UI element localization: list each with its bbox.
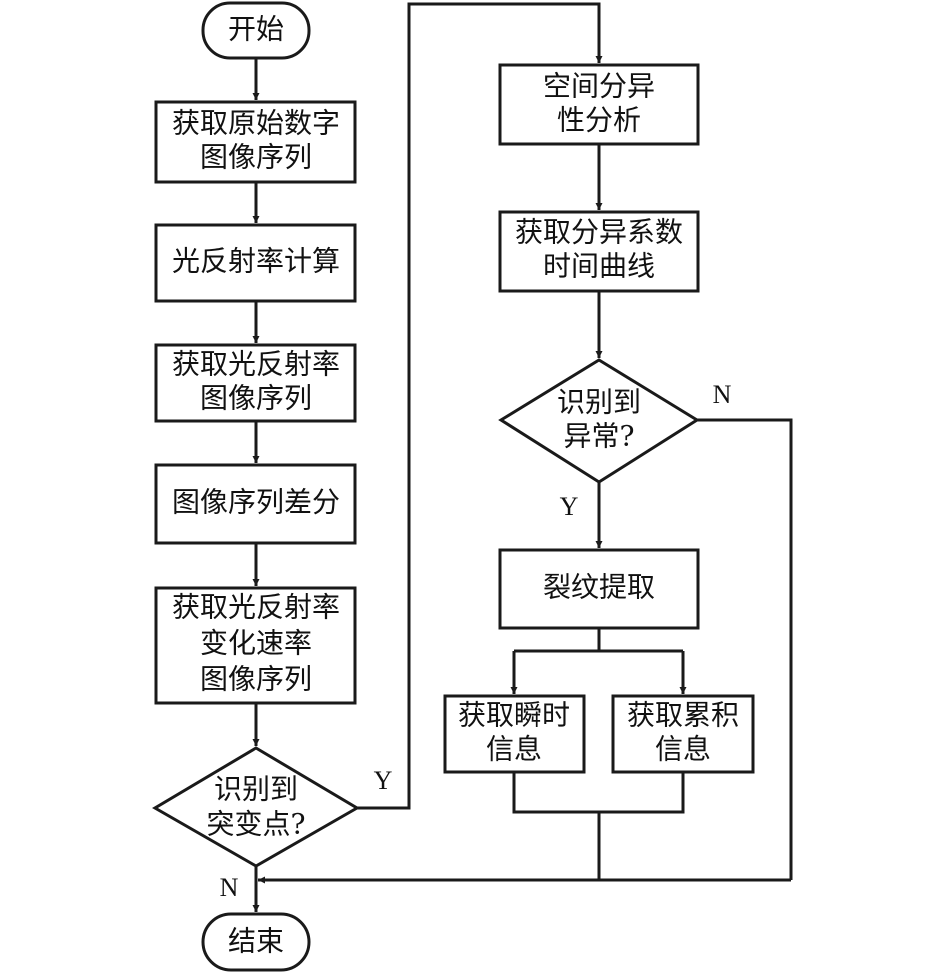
- line-anomaly-no: [697, 418, 793, 880]
- node-text: 信息: [655, 733, 711, 766]
- decision-diamond: [152, 746, 360, 868]
- process-box: [154, 100, 357, 184]
- node-text: 获取原始数字: [172, 107, 340, 140]
- node-text: 获取光反射率: [172, 348, 340, 381]
- process-box: [154, 463, 357, 545]
- process-box: [154, 343, 357, 423]
- node-detect-anomaly: 识别到 异常?: [498, 358, 700, 484]
- node-text: 性分析: [557, 104, 641, 137]
- node-get-rate: 获取光反射率 变化速率 图像序列: [154, 586, 357, 705]
- node-instant: 获取瞬时 信息: [443, 694, 586, 774]
- node-text: 突变点?: [206, 808, 305, 841]
- line-merge: [512, 772, 685, 814]
- node-end: 结束: [201, 912, 311, 972]
- node-text: 异常?: [563, 420, 634, 453]
- process-box: [498, 548, 700, 630]
- node-text: 识别到: [214, 773, 298, 806]
- node-start: 开始: [201, 1, 311, 60]
- edge-label-anomaly-no: N: [713, 380, 732, 409]
- node-text: 图像序列差分: [172, 486, 340, 519]
- edge-label-jump-yes: Y: [374, 766, 393, 795]
- edge-label-jump-no: N: [220, 873, 239, 902]
- node-crack: 裂纹提取: [498, 548, 700, 630]
- node-text: 获取累积: [627, 699, 739, 732]
- terminator-shape: [201, 912, 311, 972]
- node-text: 识别到: [557, 386, 641, 419]
- node-text: 获取瞬时: [458, 699, 570, 732]
- node-text: 获取光反射率: [172, 591, 340, 624]
- process-box: [154, 223, 357, 303]
- node-text: 光反射率计算: [172, 245, 340, 278]
- node-text: 变化速率: [200, 627, 312, 660]
- process-box: [443, 694, 586, 774]
- node-text: 图像序列: [200, 663, 312, 696]
- process-box: [611, 694, 755, 774]
- node-get-raw: 获取原始数字 图像序列: [154, 100, 357, 184]
- node-text: 时间曲线: [543, 250, 655, 283]
- edge-label-anomaly-yes: Y: [560, 492, 579, 521]
- node-spatial: 空间分异 性分析: [498, 63, 700, 146]
- process-box: [498, 63, 700, 146]
- node-text: 图像序列: [200, 141, 312, 174]
- process-box: [498, 210, 700, 293]
- terminator-shape: [201, 1, 311, 60]
- node-get-curve: 获取分异系数 时间曲线: [498, 210, 700, 293]
- node-text: 图像序列: [200, 382, 312, 415]
- node-text: 获取分异系数: [515, 216, 683, 249]
- process-box: [154, 586, 357, 705]
- node-text: 结束: [228, 925, 284, 958]
- node-diff: 图像序列差分: [154, 463, 357, 545]
- node-detect-jump: 识别到 突变点?: [152, 746, 360, 868]
- node-text: 空间分异: [543, 70, 655, 103]
- node-text: 裂纹提取: [543, 571, 655, 604]
- arrow-decision-yes-to-spatial: [357, 2, 603, 810]
- node-reflectance-calc: 光反射率计算: [154, 223, 357, 303]
- node-text: 开始: [228, 13, 284, 46]
- node-get-reflectance: 获取光反射率 图像序列: [154, 343, 357, 423]
- node-text: 信息: [486, 733, 542, 766]
- node-cumulative: 获取累积 信息: [611, 694, 755, 774]
- decision-diamond: [498, 358, 700, 484]
- connectors: [252, 2, 793, 912]
